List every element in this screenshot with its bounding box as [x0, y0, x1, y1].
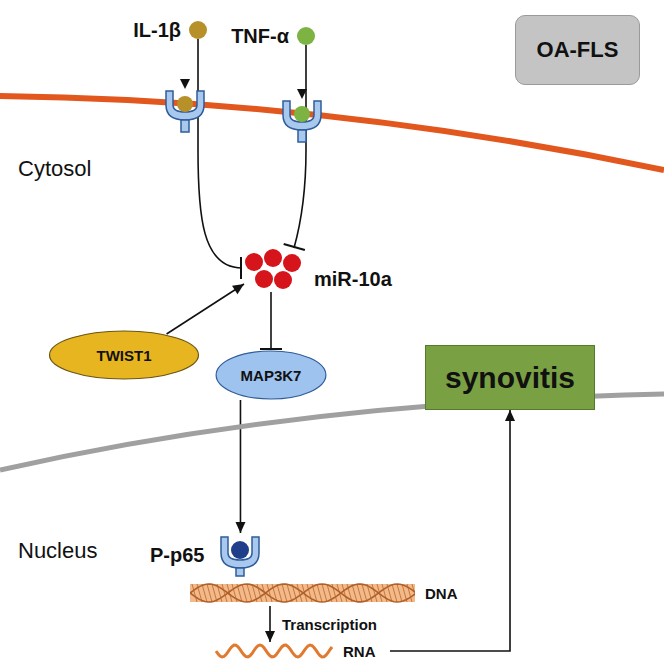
- node-label: P-p65: [150, 544, 204, 567]
- rna-wave: [215, 642, 333, 660]
- helix-strand: [190, 584, 415, 602]
- helix-rung: [322, 584, 327, 602]
- node-lig: IL-1β: [92, 13, 207, 47]
- node-dna: DNA: [190, 580, 480, 606]
- mirna-dots: [242, 248, 308, 292]
- helix-rung: [352, 584, 357, 602]
- helix-rung: [287, 584, 292, 602]
- node-rec: P-p65: [150, 532, 310, 578]
- helix-rung: [202, 584, 207, 602]
- node-label: TWIST1: [97, 347, 152, 364]
- node-label: OA-FLS: [537, 37, 619, 63]
- node-lig: TNF-α: [200, 19, 315, 53]
- helix-rung: [267, 584, 272, 602]
- node-ell: TWIST1: [48, 330, 200, 380]
- receptor-cup: [221, 537, 259, 568]
- ligand-circle: [189, 21, 207, 39]
- p65-receptor: [218, 533, 262, 577]
- node-label: DNA: [425, 585, 458, 602]
- mirna-dot: [255, 270, 273, 288]
- node-ell: MAP3K7: [215, 350, 327, 400]
- dna-helix: [190, 580, 415, 606]
- helix-rung: [392, 584, 397, 602]
- helix-rung: [397, 584, 402, 602]
- ellipse-shape: [50, 331, 199, 379]
- helix-rung: [412, 584, 415, 602]
- helix-rung: [277, 584, 282, 602]
- helix-rung: [212, 584, 217, 602]
- region-label: Cytosol: [18, 156, 91, 182]
- helix-rung: [317, 584, 322, 602]
- receptor-stem: [236, 568, 244, 576]
- arrow-connector: [269, 606, 271, 642]
- node-label: TNF-α: [231, 25, 289, 48]
- node-label: synovitis: [445, 361, 575, 395]
- helix-rung: [342, 584, 347, 602]
- helix-rung: [297, 584, 302, 602]
- helix-rung: [222, 584, 227, 602]
- inhibition-connector: [294, 45, 306, 248]
- helix-band: [190, 584, 415, 602]
- helix-rung: [362, 584, 367, 602]
- helix-rung: [242, 584, 247, 602]
- helix-rung: [192, 584, 197, 602]
- region-label: Nucleus: [18, 538, 97, 564]
- inhibition-connector: [270, 292, 272, 350]
- helix-rung: [382, 584, 387, 602]
- arrow-connector: [167, 284, 244, 334]
- cell-membrane: [0, 96, 664, 170]
- inhibition-connector: [198, 39, 242, 268]
- node-label: RNA: [343, 643, 376, 660]
- rna-strand: [216, 645, 332, 657]
- node-rna: RNA: [215, 641, 390, 661]
- mirna-dot: [274, 271, 292, 289]
- p65-dot: [231, 541, 249, 559]
- mirna-dot: [245, 253, 263, 271]
- ellipse-shape: [216, 351, 326, 399]
- arrow-connector: [390, 410, 510, 651]
- mirna-dot: [264, 249, 282, 267]
- helix-strand: [190, 584, 415, 602]
- helix-rung: [357, 584, 362, 602]
- node-label: miR-10a: [314, 268, 392, 291]
- arrow-connector: [240, 400, 242, 533]
- node-box: synovitis: [425, 345, 595, 410]
- helix-rung: [257, 584, 262, 602]
- mirna-dot: [283, 254, 301, 272]
- node-label: IL-1β: [133, 19, 181, 42]
- receptor-tnf: [283, 89, 321, 142]
- helix-rung: [247, 584, 252, 602]
- node-dots: miR-10a: [242, 246, 412, 294]
- edge-label: Transcription: [280, 616, 379, 633]
- node-box: OA-FLS: [515, 15, 640, 85]
- node-label: MAP3K7: [241, 367, 302, 384]
- helix-rung: [372, 584, 377, 602]
- ligand-circle: [297, 27, 315, 45]
- helix-rung: [207, 584, 212, 602]
- helix-rung: [282, 584, 287, 602]
- receptor-il1: [166, 79, 204, 132]
